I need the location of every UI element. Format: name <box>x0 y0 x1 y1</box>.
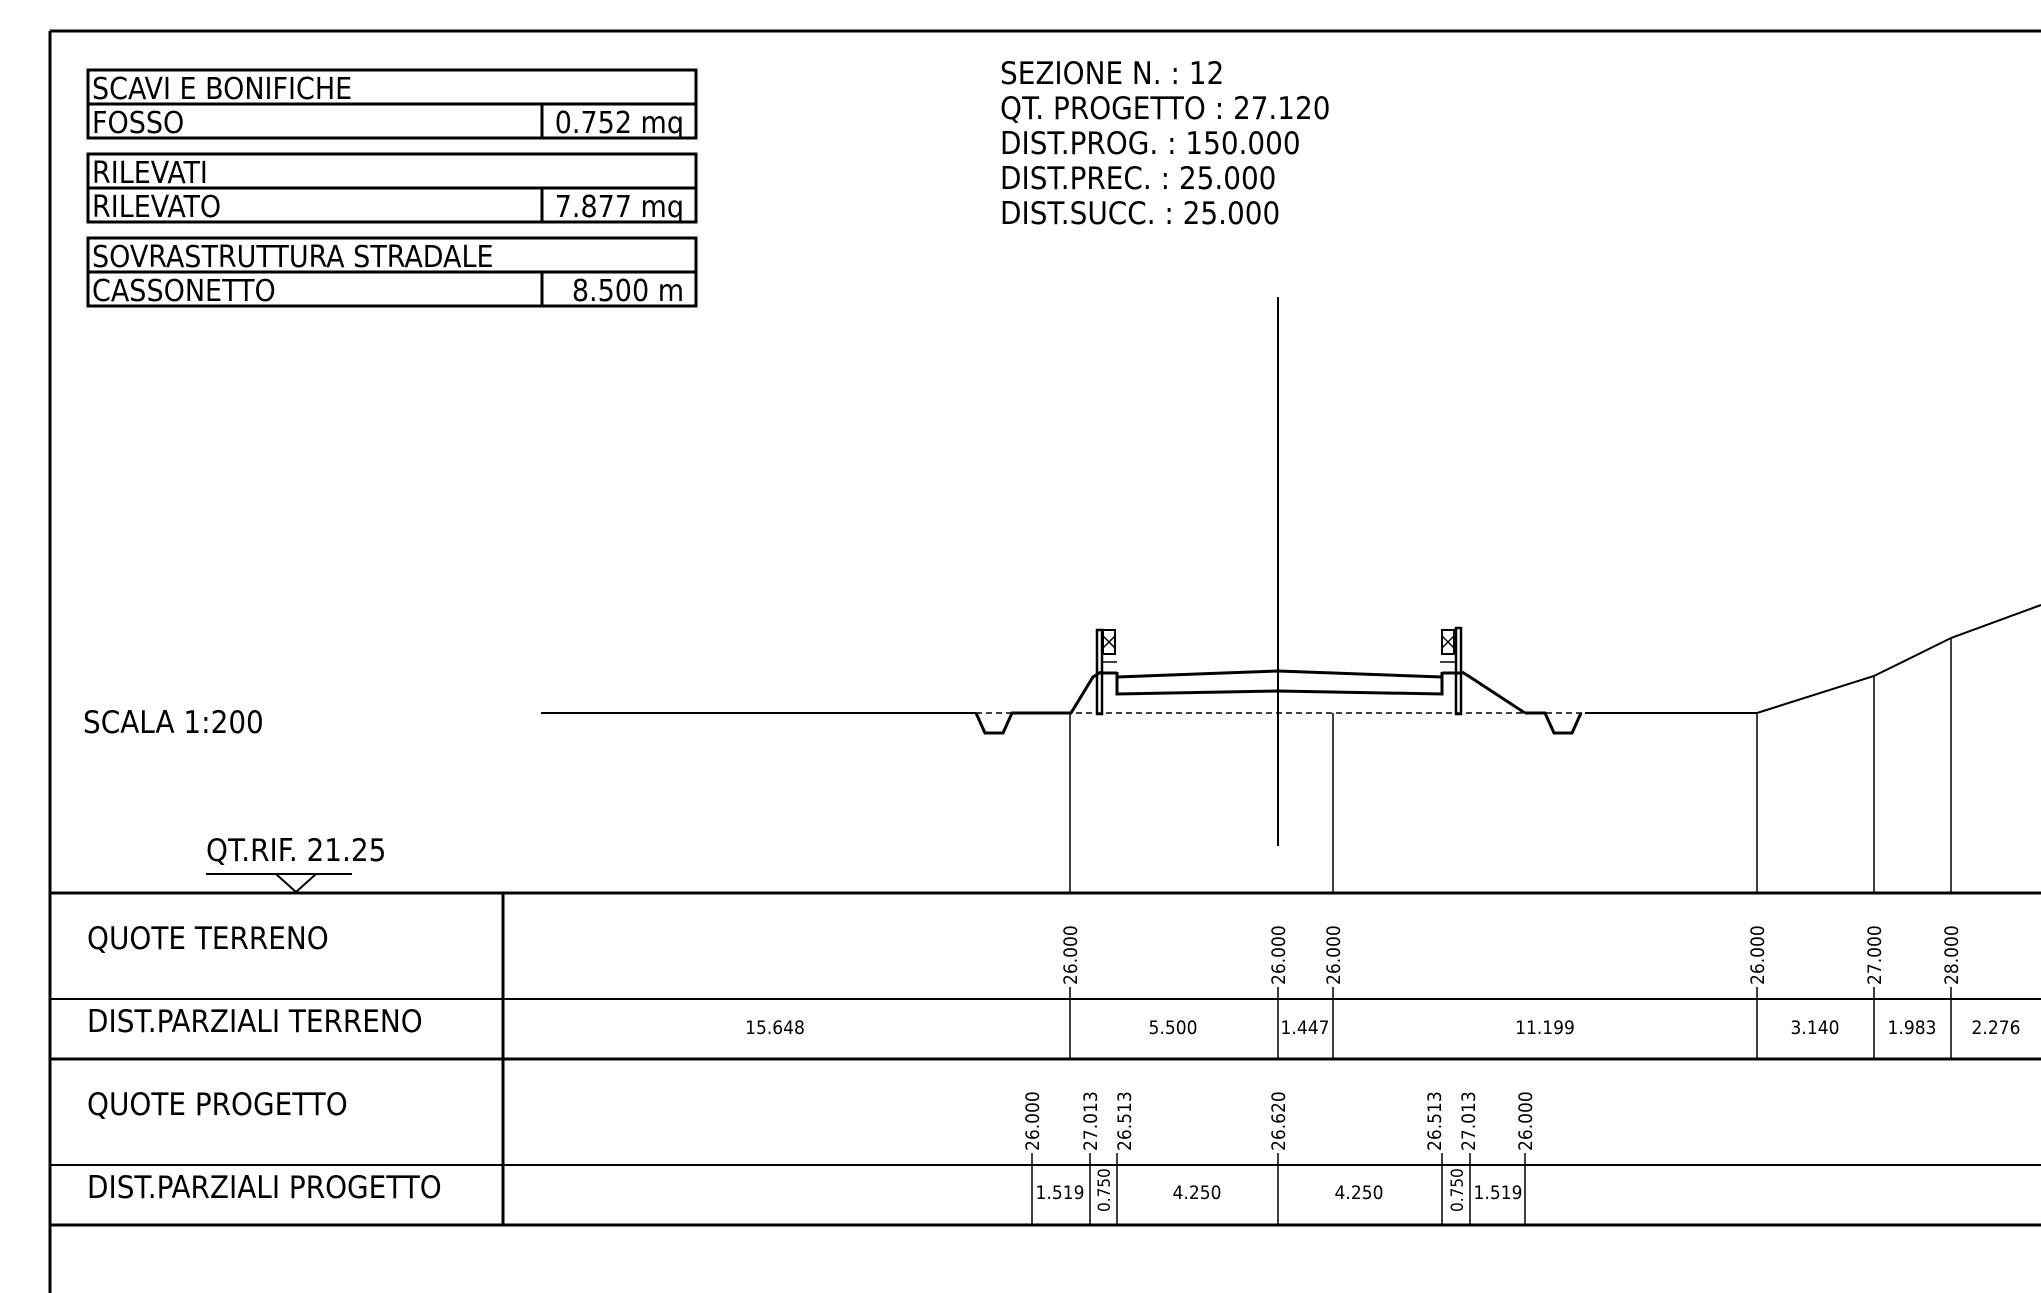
row-label-quote-progetto: QUOTE PROGETTO <box>87 1087 348 1123</box>
table-header-scavi: SCAVI E BONIFICHE <box>92 72 352 107</box>
project-quote: 27.013 <box>1458 1091 1480 1151</box>
terrain-quote: 27.000 <box>1864 925 1886 985</box>
project-dist: 1.519 <box>1474 1182 1523 1204</box>
terrain-profile <box>541 604 2041 714</box>
terrain-leaders <box>1069 638 1952 893</box>
table-value-fosso: 0.752 mq <box>555 106 684 141</box>
row-label-dist-progetto: DIST.PARZIALI PROGETTO <box>87 1170 442 1206</box>
section-number: SEZIONE N. : 12 <box>1000 56 1224 92</box>
project-dist: 0.750 <box>1095 1168 1115 1212</box>
project-dist: 1.519 <box>1036 1182 1085 1204</box>
progressive-distance: DIST.PROG. : 150.000 <box>1000 126 1301 162</box>
right-ditch <box>1525 711 1583 735</box>
quantities-table-excavation: SCAVI E BONIFICHE FOSSO 0.752 mq <box>86 68 698 141</box>
reference-elevation: QT.RIF. 21.25 <box>206 833 386 894</box>
reference-triangle-icon <box>275 873 317 894</box>
previous-distance: DIST.PREC. : 25.000 <box>1000 161 1276 197</box>
terrain-dist: 1.447 <box>1281 1017 1330 1039</box>
row-label-quote-terreno: QUOTE TERRENO <box>87 921 329 957</box>
project-dist: 4.250 <box>1173 1182 1222 1204</box>
project-quote: 26.620 <box>1268 1091 1290 1151</box>
project-elevation: QT. PROGETTO : 27.120 <box>1000 91 1331 127</box>
terrain-dist: 15.648 <box>745 1017 805 1039</box>
quantities-table-pavement: SOVRASTRUTTURA STRADALE CASSONETTO 8.500… <box>86 236 698 309</box>
row-label-dist-terreno: DIST.PARZIALI TERRENO <box>87 1004 423 1040</box>
project-quote: 26.513 <box>1424 1091 1446 1151</box>
next-distance: DIST.SUCC. : 25.000 <box>1000 196 1280 232</box>
table-item-fosso: FOSSO <box>92 106 184 141</box>
terrain-dists-row: 15.648 5.500 1.447 11.199 3.140 1.983 2.… <box>745 999 2020 1059</box>
table-item-cassonetto: CASSONETTO <box>92 274 276 309</box>
scale-label: SCALA 1:200 <box>83 705 264 741</box>
terrain-quotes-row: 26.000 26.000 26.000 26.000 27.000 28.00… <box>1060 925 1963 999</box>
project-quote: 26.000 <box>1022 1091 1044 1151</box>
left-guardrail <box>1095 628 1117 716</box>
terrain-quote: 26.000 <box>1268 925 1290 985</box>
terrain-dist: 5.500 <box>1149 1017 1198 1039</box>
terrain-dist: 2.276 <box>1972 1017 2021 1039</box>
terrain-quote: 26.000 <box>1060 925 1082 985</box>
project-dist: 0.750 <box>1448 1168 1468 1212</box>
terrain-dist: 11.199 <box>1515 1017 1575 1039</box>
project-quote: 26.000 <box>1515 1091 1537 1151</box>
sheet-frame <box>48 29 2041 1293</box>
project-quotes-row: 26.000 27.013 26.513 26.620 26.513 27.01… <box>1022 1091 1537 1165</box>
quantities-table-embankment: RILEVATI RILEVATO 7.877 mq <box>86 152 698 225</box>
section-info: SEZIONE N. : 12 QT. PROGETTO : 27.120 DI… <box>1000 56 1331 232</box>
reference-elevation-label: QT.RIF. 21.25 <box>206 833 386 869</box>
table-header-sovrastruttura: SOVRASTRUTTURA STRADALE <box>92 240 494 275</box>
project-quote: 27.013 <box>1080 1091 1102 1151</box>
data-strip: QUOTE TERRENO DIST.PARZIALI TERRENO QUOT… <box>50 891 2041 1227</box>
table-header-rilevati: RILEVATI <box>92 156 208 191</box>
table-item-rilevato: RILEVATO <box>92 190 221 225</box>
right-guardrail <box>1440 626 1463 716</box>
project-dists-row: 1.519 0.750 4.250 4.250 0.750 1.519 <box>1031 1165 1526 1225</box>
terrain-dist: 3.140 <box>1791 1017 1840 1039</box>
terrain-quote: 26.000 <box>1323 925 1345 985</box>
left-ditch <box>974 711 1032 735</box>
terrain-dist: 1.983 <box>1888 1017 1937 1039</box>
table-value-cassonetto: 8.500 m <box>572 274 684 309</box>
project-quote: 26.513 <box>1114 1091 1136 1151</box>
project-dist: 4.250 <box>1335 1182 1384 1204</box>
table-value-rilevato: 7.877 mq <box>555 190 684 225</box>
terrain-quote: 26.000 <box>1747 925 1769 985</box>
terrain-quote: 28.000 <box>1941 925 1963 985</box>
